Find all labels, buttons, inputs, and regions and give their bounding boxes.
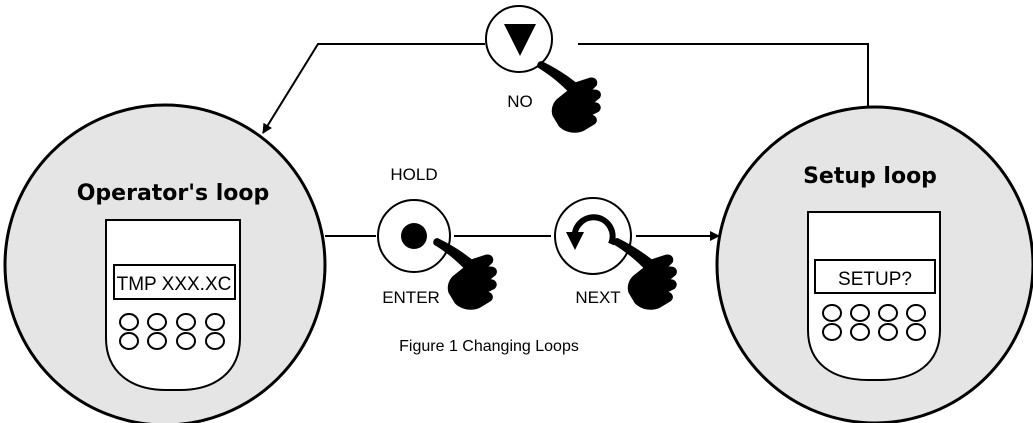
no-button[interactable]: NO (485, 5, 601, 133)
curved-arrow-icon (571, 214, 616, 246)
operator-display-text: TMP XXX.XC (117, 274, 232, 295)
hold-label: HOLD (390, 165, 437, 184)
down-triangle-icon (504, 24, 536, 56)
operator-display (113, 264, 236, 300)
next-button[interactable]: NEXT (554, 197, 677, 310)
pointing-hand-icon (613, 238, 677, 310)
enter-label: ENTER (382, 288, 440, 307)
setup-display-text: SETUP? (838, 269, 912, 290)
setup-display (814, 259, 936, 294)
no-return-arrow (262, 43, 485, 134)
setup-loop: Setup loop SETUP? (715, 105, 1033, 423)
figure-caption: Figure 1 Changing Loops (399, 338, 579, 355)
connectors (262, 43, 869, 241)
setup-loop-title: Setup loop (803, 164, 937, 189)
setup-keypad-keys (822, 304, 926, 341)
next-label: NEXT (575, 288, 620, 307)
operator-loop-title: Operator's loop (77, 181, 270, 206)
setup-keypad-device: SETUP? (807, 211, 941, 381)
no-button-label: NO (507, 92, 533, 111)
operator-keypad-device: TMP XXX.XC (105, 219, 241, 391)
pointing-hand-icon (433, 238, 497, 310)
pointing-hand-icon (537, 61, 601, 133)
filled-dot-icon (401, 223, 427, 249)
operator-loop: Operator's loop TMP XXX.XC (3, 103, 327, 423)
no-top-line (578, 43, 869, 112)
hold-enter-button[interactable]: HOLD ENTER (377, 165, 497, 310)
operator-keypad-keys (119, 313, 225, 350)
